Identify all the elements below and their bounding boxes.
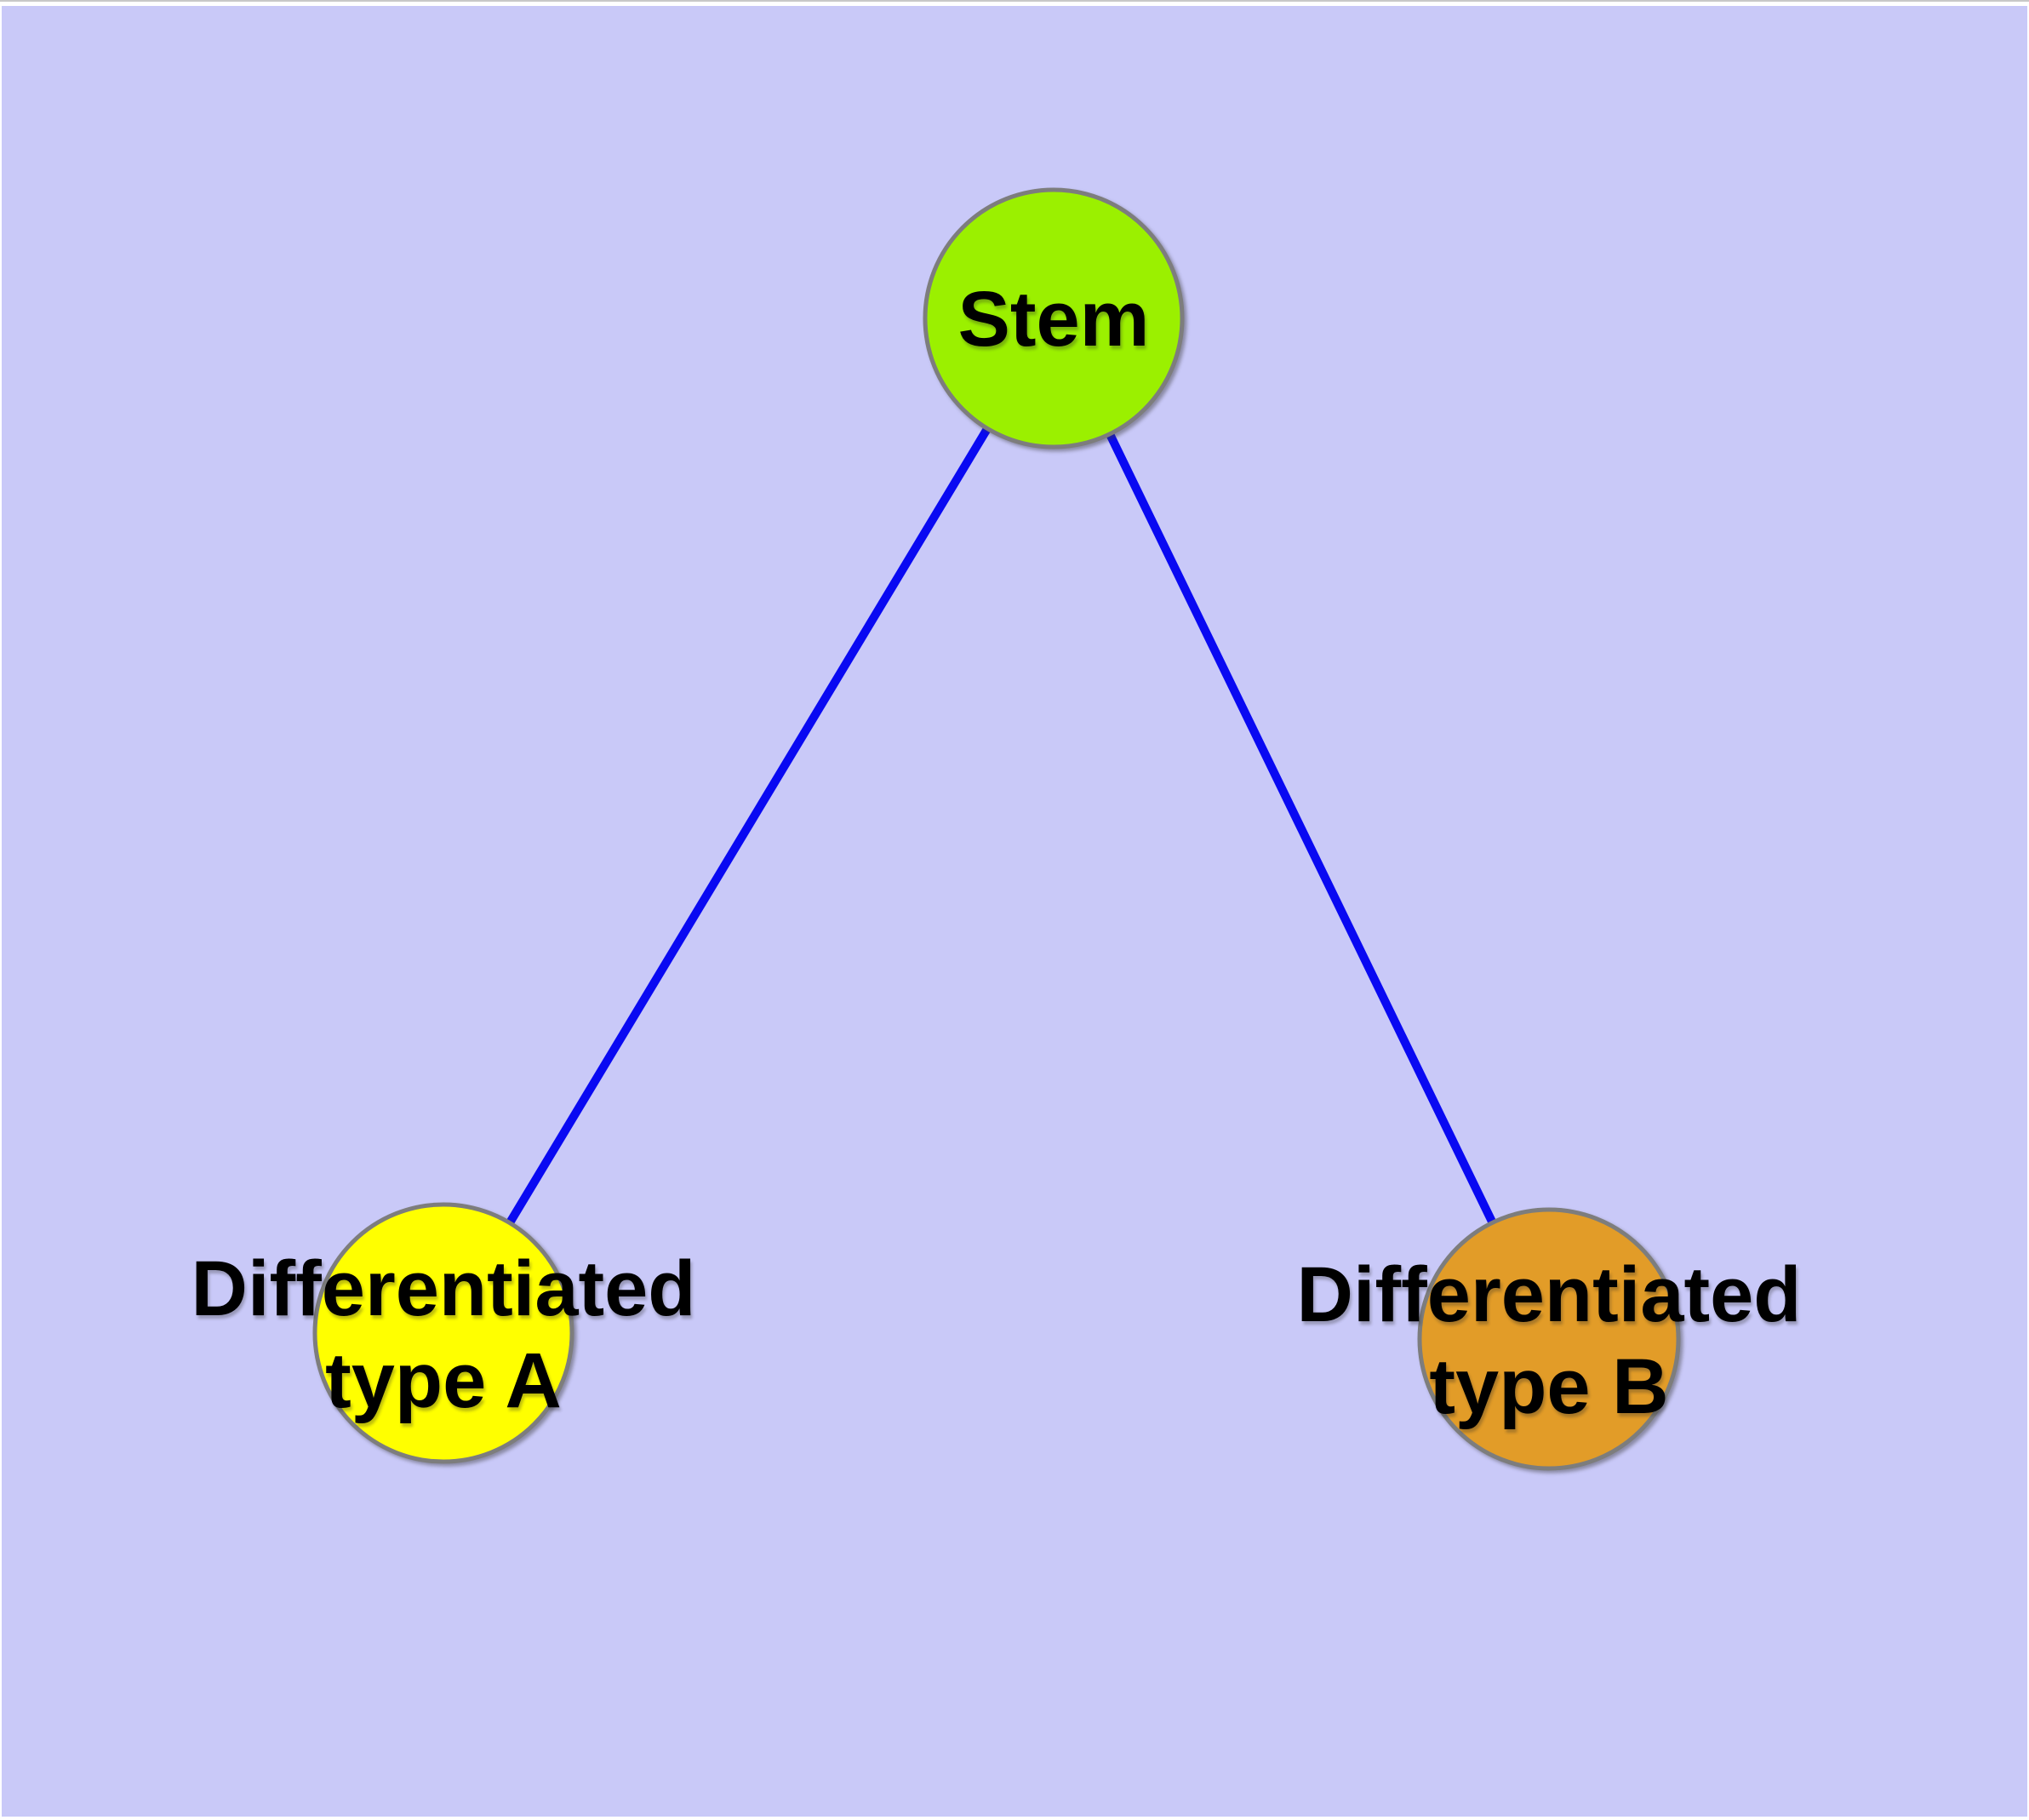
window-top-edge [0, 0, 2029, 2]
edge-stem-to-type-a [439, 316, 1058, 1336]
type-b-node[interactable] [1417, 1207, 1681, 1471]
edge-stem-to-type-b [1049, 316, 1553, 1342]
stem-node[interactable] [923, 187, 1185, 449]
type-a-node[interactable] [312, 1202, 574, 1464]
